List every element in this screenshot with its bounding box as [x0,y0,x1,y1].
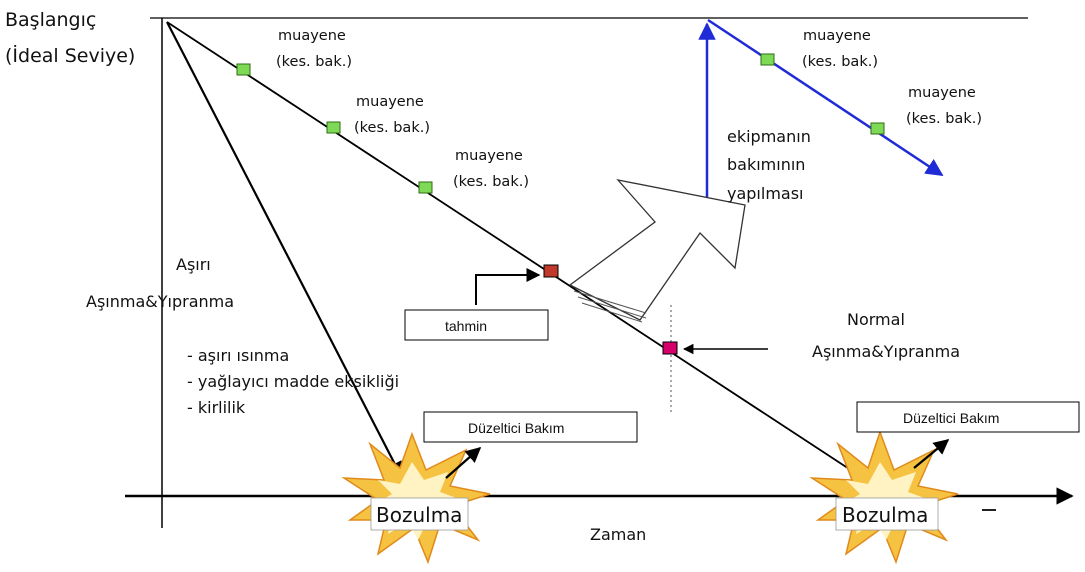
svg-text:(kes. bak.): (kes. bak.) [453,174,529,190]
corrective-label-right: Düzeltici Bakım [903,410,999,426]
excess-cause-3: - kirlilik [187,398,246,417]
inspection-marker-5 [871,123,884,134]
svg-text:muayene: muayene [908,85,976,101]
svg-text:muayene: muayene [803,28,871,44]
excess-cause-2: - yağlayıcı madde eksikliği [187,372,399,391]
excess-wear-title-2: Aşınma&Yıpranma [86,292,234,311]
y-axis-label-ideal: (İdeal Seviye) [5,44,135,67]
inspection-marker-3 [419,182,432,193]
detection-marker [663,342,677,354]
prediction-pointer [476,275,539,305]
normal-wear-line [167,22,866,480]
excess-cause-1: - aşırı ısınma [187,346,289,365]
normal-wear-title-1: Normal [847,310,905,329]
inspection-label-4: muayene (kes. bak.) [802,28,878,70]
svg-text:yapılması: yapılması [727,184,804,203]
svg-text:(kes. bak.): (kes. bak.) [906,111,982,127]
prediction-marker [544,265,558,277]
maintenance-hollow-arrow [570,180,745,320]
failure-label-right: Bozulma [842,503,928,527]
inspection-label-1: muayene (kes. bak.) [276,28,352,70]
inspection-marker-4 [761,54,774,65]
failure-label-left: Bozulma [376,503,462,527]
x-axis-label: Zaman [590,525,646,544]
svg-text:muayene: muayene [356,94,424,110]
prediction-label: tahmin [445,318,487,334]
burst-arrow-right [914,440,948,468]
inspection-marker-2 [327,122,340,133]
svg-text:ekipmanın: ekipmanın [727,127,811,146]
corrective-label-left: Düzeltici Bakım [468,420,564,436]
inspection-label-3: muayene (kes. bak.) [453,148,529,190]
svg-text:muayene: muayene [455,148,523,164]
svg-text:(kes. bak.): (kes. bak.) [354,120,430,136]
inspection-label-2: muayene (kes. bak.) [354,94,430,136]
svg-text:(kes. bak.): (kes. bak.) [276,54,352,70]
svg-text:(kes. bak.): (kes. bak.) [802,54,878,70]
inspection-label-5: muayene (kes. bak.) [906,85,982,127]
y-axis-label-start: Başlangıç [5,9,96,31]
svg-text:muayene: muayene [278,28,346,44]
maintenance-label: ekipmanın bakımının yapılması [727,127,811,203]
svg-text:bakımının: bakımının [727,155,805,174]
normal-wear-title-2: Aşınma&Yıpranma [812,342,960,361]
excess-wear-title-1: Aşırı [176,255,211,274]
inspection-marker-1 [237,64,250,75]
